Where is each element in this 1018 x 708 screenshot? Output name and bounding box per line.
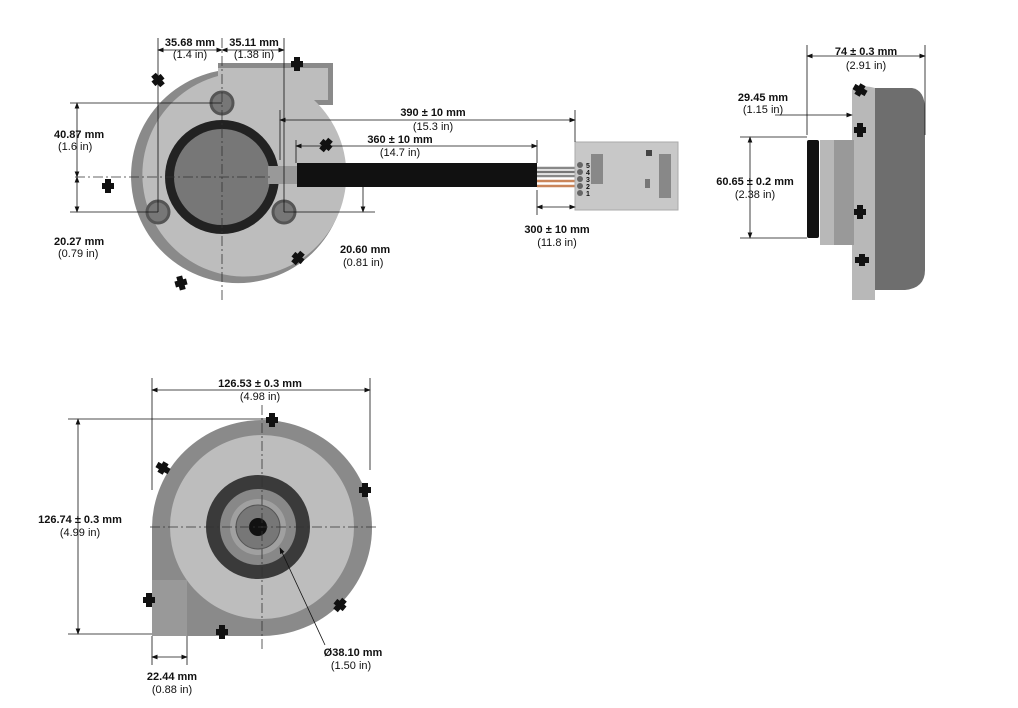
dim-label: (1.6 in) [58,141,92,153]
dim-label: 35.68 mm [165,37,215,49]
dim-label: 35.11 mm [229,37,279,49]
dim-label: 74 ± 0.3 mm [835,46,898,58]
side-view: 74 ± 0.3 mm (2.91 in) 29.45 mm (1.15 in)… [716,45,926,301]
dim-label: (11.8 in) [537,237,577,249]
dim-label: (2.38 in) [735,189,775,201]
dim-label: 126.53 ± 0.3 mm [218,378,302,390]
dim-label: (0.81 in) [343,257,383,269]
dim-label: 390 ± 10 mm [400,107,466,119]
dim-label: 20.27 mm [54,236,104,248]
dim-label: 20.60 mm [340,244,390,256]
dim-label: (14.7 in) [380,147,420,159]
pcb: 5 4 3 2 1 [574,141,679,211]
top-view: 5 4 3 2 1 35.68 mm (1.4 in) 35. [54,37,679,300]
side-flange [807,140,819,238]
dim-label: (4.98 in) [240,391,280,403]
dim-label: Ø38.10 mm [324,647,383,659]
pin-label: 5 [586,163,590,170]
pin-label: 1 [586,191,590,198]
dim-label: 360 ± 10 mm [367,134,433,146]
dim-label: 126.74 ± 0.3 mm [38,514,122,526]
dim-label: (1.4 in) [173,49,207,61]
dim-label: (0.88 in) [152,684,192,696]
bottom-view: 126.53 ± 0.3 mm (4.98 in) 126.74 ± 0.3 m… [38,378,383,696]
cable [297,163,537,187]
dim-label: (2.91 in) [846,60,886,72]
dim-label: (0.79 in) [58,248,98,260]
dim-label: 22.44 mm [147,671,197,683]
dim-label: (4.99 in) [60,527,100,539]
side-housing-dark [865,88,925,290]
dim-label: (1.50 in) [331,660,371,672]
dim-label: 40.87 mm [54,129,104,141]
dim-label: (1.15 in) [743,104,783,116]
pin-label: 4 [586,170,590,177]
wire-stub [268,166,298,184]
dim-label: 29.45 mm [738,92,788,104]
dim-label: (15.3 in) [413,121,453,133]
pin-label: 3 [586,177,590,184]
dim-label: 300 ± 10 mm [524,224,590,236]
dim-label: (1.38 in) [234,49,274,61]
pin-label: 2 [586,184,590,191]
wires [537,166,576,188]
dim-label: 60.65 ± 0.2 mm [716,176,794,188]
